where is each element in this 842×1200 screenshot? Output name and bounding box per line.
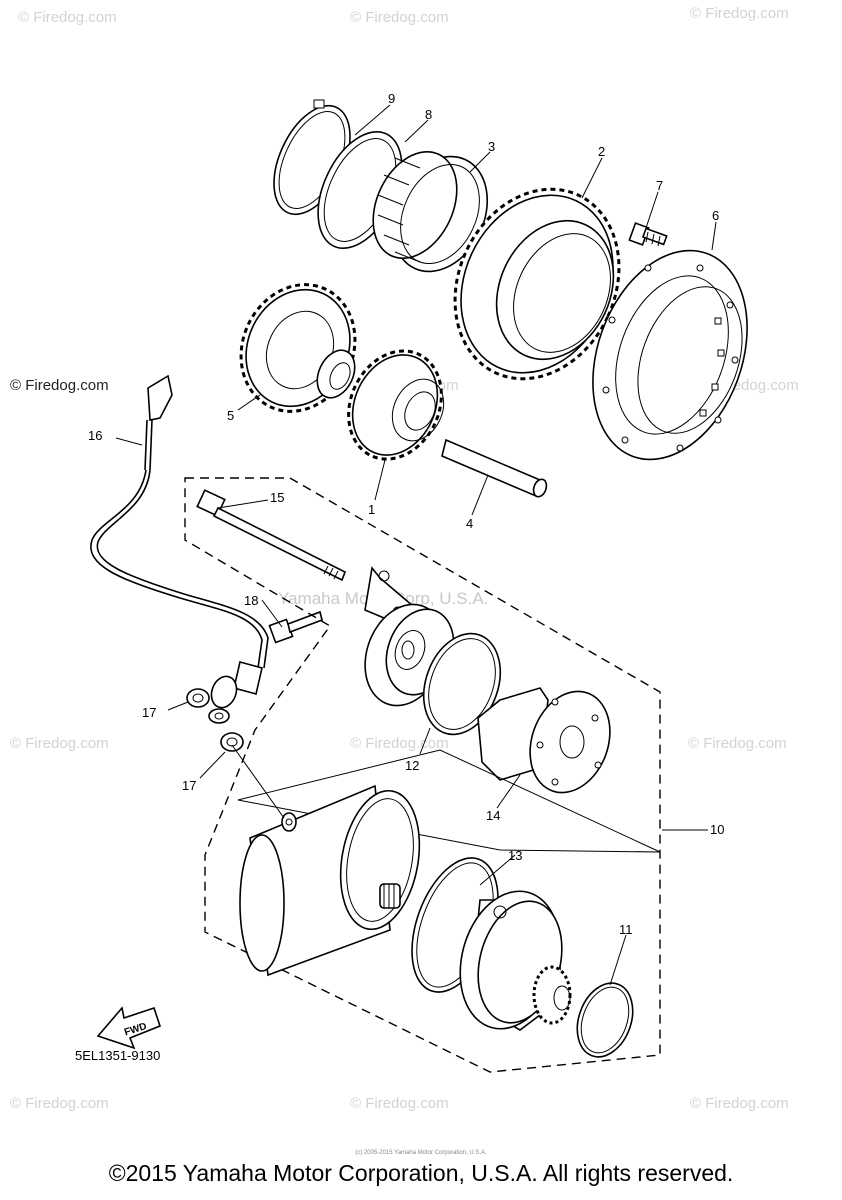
watermark-text: © Firedog.com [10,735,109,752]
one-way-clutch-3 [372,150,489,273]
leader-lines [115,104,717,986]
o-ring-11 [576,982,634,1058]
o-ring-12 [422,632,502,736]
callout-2: 2 [598,144,605,159]
fwd-direction-marker: FWD [96,1006,161,1050]
callout-14: 14 [486,808,500,823]
brush-plate-14 [477,687,611,794]
watermark-text: © Firedog.com [688,735,787,752]
callout-10: 10 [710,822,724,837]
callout-3: 3 [488,139,495,154]
rear-cover [459,890,572,1031]
callout-17: 17 [142,705,156,720]
watermark-text: © Firedog.com [690,1095,789,1112]
gear-1 [347,349,445,461]
watermark-text: © Firedog.com [350,735,449,752]
callout-8: 8 [425,107,432,122]
long-bolt-15 [196,489,347,582]
watermark-text-dark: © Firedog.com [10,377,109,394]
copyright-footer: ©2015 Yamaha Motor Corporation, U.S.A. A… [108,1160,734,1186]
callout-4: 4 [466,516,473,531]
callout-13: 13 [508,848,522,863]
callout-11: 11 [619,922,633,937]
callout-6: 6 [712,208,719,223]
tiny-copyright-note: (c) 2005-2015 Yamaha Motor Corporation, … [355,1150,487,1156]
clutch-housing-6 [592,249,748,461]
callout-16: 16 [88,428,102,443]
bolt-7 [628,222,668,247]
assembly-10-outline [184,477,661,1073]
callout-15: 15 [270,490,284,505]
watermark-text: © Firedog.com [350,9,449,26]
callout-5: 5 [227,408,234,423]
callout-7: 7 [656,178,663,193]
callout-numbers: 9 8 3 2 7 6 5 16 1 4 15 18 17 17 12 14 1… [88,91,724,937]
lead-wire-16 [90,374,269,724]
motor-yoke [239,784,421,977]
watermark-text: © Firedog.com [350,1095,449,1112]
watermark-text: © Firedog.com [18,9,117,26]
callout-18: 18 [244,593,258,608]
diagram-code: 5EL1351-9130 [75,1048,161,1063]
idler-gear-5 [239,283,357,413]
nut-17-second [220,732,244,752]
callout-12: 12 [405,758,419,773]
nut-17 [186,688,210,708]
callout-9: 9 [388,91,395,106]
watermark-text: © Firedog.com [10,1095,109,1112]
watermark-text: © Firedog.com [690,5,789,22]
large-gear-2 [453,187,621,381]
callout-17-second: 17 [182,778,196,793]
shaft-4 [441,438,548,498]
callout-1: 1 [368,502,375,517]
